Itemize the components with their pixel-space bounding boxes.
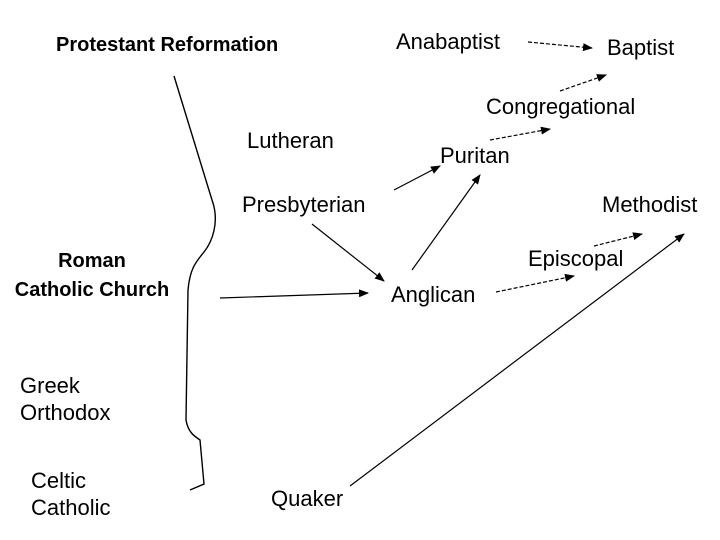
arrow-roman-anglican (219, 289, 369, 299)
arrow-presbyterian-puritan (393, 165, 441, 191)
arrow-puritan-congregational (489, 126, 551, 141)
label-greek-orthodox: Greek Orthodox (20, 372, 111, 426)
label-celtic-line2: Catholic (31, 495, 111, 520)
label-baptist: Baptist (607, 35, 675, 60)
label-roman-line1: Roman (58, 250, 126, 272)
arrow-congregational-baptist (559, 74, 607, 92)
arrow-episcopal-methodist (593, 232, 643, 247)
label-celtic-catholic: Celtic Catholic (31, 467, 110, 521)
arrow-presbyterian-anglican (311, 223, 385, 282)
label-congregational: Congregational (486, 94, 636, 119)
arrow-quaker-methodist (349, 233, 685, 487)
label-quaker: Quaker (271, 486, 344, 511)
label-methodist: Methodist (602, 192, 698, 217)
label-roman-line2: Catholic Church (14, 279, 170, 301)
arrow-anglican-puritan (411, 174, 481, 271)
label-greek-line1: Greek (20, 373, 80, 398)
label-presbyterian: Presbyterian (242, 192, 366, 217)
arrow-anabaptist-baptist (527, 41, 593, 52)
label-episcopal: Episcopal (528, 246, 624, 271)
arrow-anglican-episcopal (495, 273, 575, 293)
label-anabaptist: Anabaptist (396, 29, 500, 54)
label-celtic-line1: Celtic (31, 468, 87, 493)
label-puritan: Puritan (440, 143, 510, 168)
label-greek-line2: Orthodox (20, 400, 111, 425)
label-lutheran: Lutheran (247, 128, 334, 153)
label-protestant-reformation: Protestant Reformation (56, 34, 279, 56)
label-anglican: Anglican (391, 282, 476, 307)
curly-brace (173, 75, 216, 491)
label-roman-catholic-church: Roman Catholic Church (0, 247, 184, 305)
